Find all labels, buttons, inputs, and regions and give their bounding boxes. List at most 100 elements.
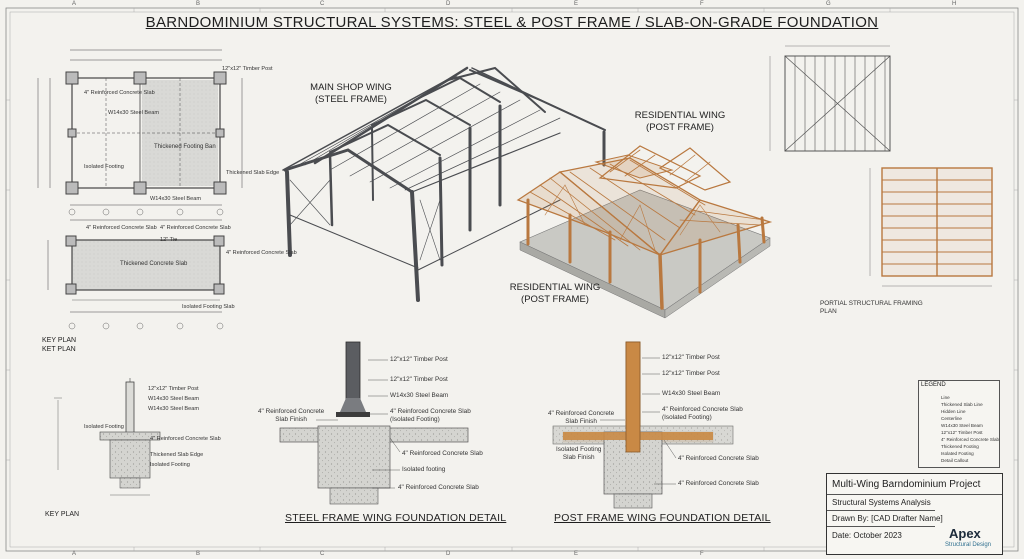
border-letter: F: [700, 551, 704, 557]
plan-note: Isolated Footing: [84, 164, 124, 170]
legend-item: Hidden Line: [941, 409, 966, 414]
plan-note: W14x30 Steel Beam: [150, 196, 201, 202]
label-line: PORTIAL STRUCTURAL FRAMING: [820, 300, 923, 307]
plan-note: 12"x12" Timber Post: [222, 66, 273, 72]
steel-detail-note: 4" Reinforced Concrete Slab: [398, 484, 479, 491]
post-detail-left-note: 4" Reinforced Concrete Slab Finish: [548, 410, 614, 426]
border-letter: D: [446, 1, 451, 7]
foundation-plan-top: [37, 49, 243, 216]
title-block: Multi-Wing Barndominium Project Structur…: [826, 473, 1003, 555]
steel-detail-note: 12"x12" Timber Post: [390, 376, 448, 383]
steel-detail-note: Isolated footing: [402, 466, 446, 473]
steel-foundation-detail: [279, 341, 469, 505]
post-detail-note: 4" Reinforced Concrete Slab (Isolated Fo…: [662, 406, 743, 421]
label-line: (POST FRAME): [521, 294, 589, 305]
border-letter: C: [320, 551, 325, 557]
top-slab-label: Thickened Footing Ban: [154, 144, 216, 150]
logo-subtitle: Structural Design: [945, 542, 992, 548]
title-block-divider: [827, 526, 935, 527]
plan-note: 4" Reinforced Concrete Slab: [86, 225, 157, 231]
legend-title: LEGEND: [921, 382, 946, 388]
border-letter: H: [952, 1, 957, 7]
label-line: (STEEL FRAME): [315, 94, 387, 105]
legend-item: Isolated Footing: [941, 451, 974, 456]
label-line: Isolated Footing: [556, 446, 602, 453]
post-detail-note: 4" Reinforced Concrete Slab: [678, 455, 759, 462]
roof-framing-plan: [769, 45, 891, 152]
label-line: Slab Finish: [565, 418, 597, 425]
border-letter: B: [196, 1, 201, 7]
detail-note: Isolated Footing: [84, 424, 124, 430]
legend-item: 4" Reinforced Concrete Slab: [941, 437, 1000, 442]
steel-detail-caption: STEEL FRAME WING FOUNDATION DETAIL: [285, 512, 507, 524]
plan-note: 4" Reinforced Concrete Slab: [226, 250, 297, 256]
steel-frame-wing: [282, 66, 606, 302]
legend-item: Thickened Footing: [941, 444, 979, 449]
legend-item: W14x30 Steel Beam: [941, 423, 983, 428]
plan-note: Isolated Footing Slab: [182, 304, 235, 310]
label-line: PLAN: [820, 308, 837, 315]
label-line: RESIDENTIAL WING: [509, 282, 601, 293]
legend-item: 12"x12" Timber Post: [941, 430, 983, 435]
label-line: Slab Finish: [562, 454, 595, 461]
plan-note: Thickened Slab Edge: [226, 170, 280, 176]
key-plan-label-a: KEY PLAN: [42, 337, 77, 344]
foundation-plan-bottom: [47, 219, 225, 330]
analysis-name: Structural Systems Analysis: [832, 498, 931, 507]
residential-wing-label-bottom: RESIDENTIAL WING (POST FRAME): [505, 282, 605, 306]
post-frame-wing: [516, 145, 773, 319]
legend-item: Line: [941, 395, 950, 400]
sheet-title: BARNDOMINIUM STRUCTURAL SYSTEMS: STEEL &…: [145, 14, 879, 31]
label-line: 4" Reinforced Concrete: [548, 410, 615, 417]
border-letter: G: [826, 1, 831, 7]
floor-framing-plan: [869, 167, 993, 287]
label-line: Slab Finish: [275, 416, 307, 423]
drawing-date: Date: October 2023: [832, 531, 902, 540]
steel-detail-left-note: 4" Reinforced Concrete Slab Finish: [258, 408, 324, 424]
steel-detail-note: 12"x12" Timber Post: [390, 356, 448, 363]
label-line: RESIDENTIAL WING: [634, 110, 726, 121]
detail-note: Thickened Slab Edge: [150, 452, 204, 458]
post-detail-note: 12"x12" Timber Post: [662, 354, 720, 361]
key-plan-label-c: KEY PLAN: [45, 511, 80, 518]
label-line: (POST FRAME): [646, 122, 714, 133]
legend-item: Thickened Slab Line: [941, 402, 983, 407]
plan-note: 4" Reinforced Concrete Slab: [160, 225, 231, 231]
border-letter: A: [72, 1, 77, 7]
border-letter: C: [320, 1, 325, 7]
detail-note: W14x30 Steel Beam: [148, 396, 199, 402]
border-letter: F: [700, 1, 704, 7]
small-column-detail: [54, 378, 161, 496]
plan-note: W14x30 Steel Beam: [108, 110, 159, 116]
partial-framing-label: PORTIAL STRUCTURAL FRAMING PLAN: [820, 300, 923, 316]
residential-wing-label-top: RESIDENTIAL WING (POST FRAME): [630, 110, 730, 134]
plan-note: 12" Tie: [160, 237, 178, 243]
detail-note: 12"x12" Timber Post: [148, 386, 199, 392]
title-block-divider: [827, 494, 1002, 495]
bottom-slab-label: Thickened Concrete Slab: [120, 261, 188, 267]
post-detail-note: W14x30 Steel Beam: [662, 390, 721, 397]
border-letter: D: [446, 551, 451, 557]
detail-note: 4" Reinforced Concrete Slab: [150, 436, 221, 442]
border-letter: B: [196, 551, 201, 557]
sheet-border: [5, 7, 1019, 552]
key-plan-label-b: KET PLAN: [42, 346, 76, 353]
post-detail-caption: POST FRAME WING FOUNDATION DETAIL: [554, 512, 771, 524]
project-name: Multi-Wing Barndominium Project: [832, 479, 981, 490]
post-foundation-detail: [552, 341, 734, 509]
label-line: MAIN SHOP WING: [310, 82, 392, 93]
legend-item: Detail Callout: [941, 458, 969, 463]
legend-item: Centerline: [941, 416, 962, 421]
drawn-by: Drawn By: [CAD Drafter Name]: [832, 514, 943, 523]
logo-name: Apex: [949, 526, 981, 541]
border-letter: E: [574, 1, 579, 7]
steel-detail-note: 4" Reinforced Concrete Slab: [402, 450, 483, 457]
steel-detail-note: W14x30 Steel Beam: [390, 392, 449, 399]
post-detail-note: 4" Reinforced Concrete Slab: [678, 480, 759, 487]
border-letter: A: [72, 551, 77, 557]
legend: LEGEND Line Thickened Slab Line Hidden L…: [918, 380, 1000, 468]
main-shop-wing-label: MAIN SHOP WING (STEEL FRAME): [296, 82, 406, 106]
detail-note: W14x30 Steel Beam: [148, 406, 199, 412]
